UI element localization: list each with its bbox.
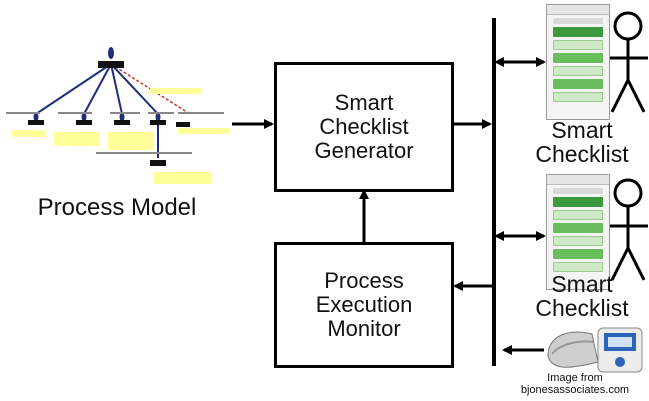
smart-checklist-label-bottom: Smart Checklist xyxy=(520,272,644,320)
process-model-tree xyxy=(6,47,230,184)
blood-pressure-monitor-icon xyxy=(547,327,643,373)
generator-line-1: Smart xyxy=(334,90,394,115)
monitor-line-1: Process xyxy=(324,268,404,293)
checklist-bottom-line-2: Checklist xyxy=(535,295,629,321)
monitor-line-2: Execution xyxy=(315,292,413,317)
user-icon xyxy=(608,178,648,281)
image-credit: Image from bjonesassociates.com xyxy=(508,372,642,396)
image-credit-line-1: Image from xyxy=(547,372,603,384)
image-credit-line-2: bjonesassociates.com xyxy=(520,384,630,396)
checklist-bottom-line-1: Smart xyxy=(551,271,613,297)
smart-checklist-generator-box: Smart Checklist Generator xyxy=(274,62,454,192)
checklist-top-line-1: Smart xyxy=(551,117,613,143)
smart-checklist-screen-bottom xyxy=(546,174,610,290)
process-model-label: Process Model xyxy=(37,194,197,221)
generator-line-2: Checklist xyxy=(319,114,409,139)
checklist-top-line-2: Checklist xyxy=(535,141,629,167)
generator-line-3: Generator xyxy=(314,138,414,163)
monitor-line-3: Monitor xyxy=(327,316,401,341)
process-execution-monitor-box: Process Execution Monitor xyxy=(274,242,454,368)
smart-checklist-label-top: Smart Checklist xyxy=(520,118,644,166)
smart-checklist-screen-top xyxy=(546,4,610,120)
user-icon xyxy=(608,11,648,113)
